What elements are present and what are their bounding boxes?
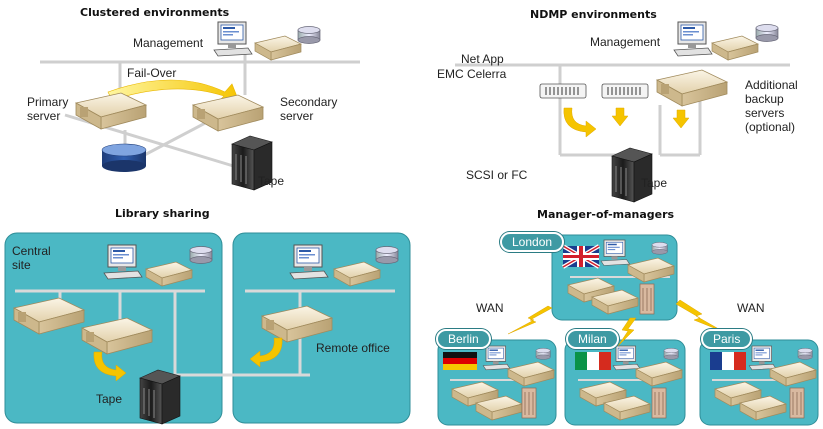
remote-office-label: Remote office — [316, 341, 390, 355]
uk-flag-icon — [561, 244, 601, 269]
berlin-rack-icon — [521, 387, 537, 419]
ndmp-down-arrow-icon — [611, 107, 629, 127]
ndmp-tape-icon — [611, 147, 653, 203]
paris-disk-icon — [797, 348, 813, 360]
library-tape-icon — [139, 369, 181, 425]
central-workstation-icon — [103, 244, 143, 280]
italy-flag-icon — [575, 352, 611, 370]
management-server-icon — [254, 35, 302, 61]
additional-backup-servers-label: Additional backup servers (optional) — [745, 78, 798, 134]
emc-celerra-filer-icon — [601, 83, 649, 99]
remote-disk-icon — [375, 246, 399, 264]
paris-badge: Paris — [701, 329, 753, 349]
paris-workstation-icon — [748, 345, 777, 371]
berlin-badge: Berlin — [436, 329, 491, 349]
france-flag-icon — [710, 352, 746, 370]
additional-server-arrow-icon — [672, 109, 690, 129]
milan-rack-icon — [651, 387, 667, 419]
additional-backup-server-icon — [656, 69, 728, 107]
library-title: Library sharing — [115, 207, 210, 220]
central-disk-icon — [189, 246, 213, 264]
wan-bolt-center-icon — [617, 317, 637, 347]
failover-label: Fail-Over — [127, 66, 177, 80]
management-workstation-icon — [213, 21, 253, 57]
ndmp-management-label: Management — [590, 35, 661, 49]
central-site-label: Central site — [12, 244, 51, 272]
remote-workstation-icon — [289, 244, 329, 280]
ndmp-tape-label: Tape — [641, 176, 668, 190]
clustered-section — [40, 21, 360, 191]
paris-rack-icon — [789, 387, 805, 419]
wan-right-label: WAN — [737, 301, 765, 315]
berlin-workstation-icon — [482, 345, 511, 371]
emc-celerra-label: EMC Celerra — [437, 67, 507, 81]
clustered-title: Clustered environments — [80, 6, 230, 19]
wan-left-label: WAN — [476, 301, 504, 315]
milan-badge: Milan — [566, 329, 619, 349]
ndmp-management-workstation-icon — [673, 21, 713, 57]
secondary-server-label: Secondary server — [280, 95, 338, 123]
scsi-fc-label: SCSI or FC — [466, 168, 528, 182]
netapp-label: Net App — [461, 52, 504, 66]
library-tape-label: Tape — [96, 392, 123, 406]
london-rack-icon — [639, 283, 655, 315]
management-disk-icon — [297, 26, 321, 44]
ndmp-management-server-icon — [711, 35, 759, 61]
primary-storage-disk-icon — [101, 143, 147, 172]
netapp-filer-icon — [539, 83, 587, 99]
london-disk-icon — [651, 242, 668, 255]
clustered-tape-label: Tape — [258, 174, 285, 188]
mom-title: Manager-of-managers — [537, 208, 675, 221]
ndmp-curve-arrow-icon — [563, 107, 597, 138]
milan-workstation-icon — [612, 345, 641, 371]
library-section — [4, 232, 411, 425]
wan-bolt-left-icon — [507, 305, 553, 335]
berlin-disk-icon — [535, 348, 551, 360]
mom-section — [437, 234, 819, 426]
ndmp-title: NDMP environments — [530, 8, 657, 21]
primary-server-icon — [75, 92, 147, 130]
wan-bolt-right-icon — [675, 299, 725, 333]
london-badge: London — [500, 232, 565, 252]
primary-server-label: Primary server — [27, 95, 69, 123]
clustered-management-label: Management — [133, 36, 204, 50]
ndmp-management-disk-icon — [755, 24, 779, 42]
milan-disk-icon — [663, 348, 679, 360]
germany-flag-icon — [443, 352, 477, 370]
london-workstation-icon — [600, 239, 630, 266]
ndmp-section — [455, 21, 790, 203]
